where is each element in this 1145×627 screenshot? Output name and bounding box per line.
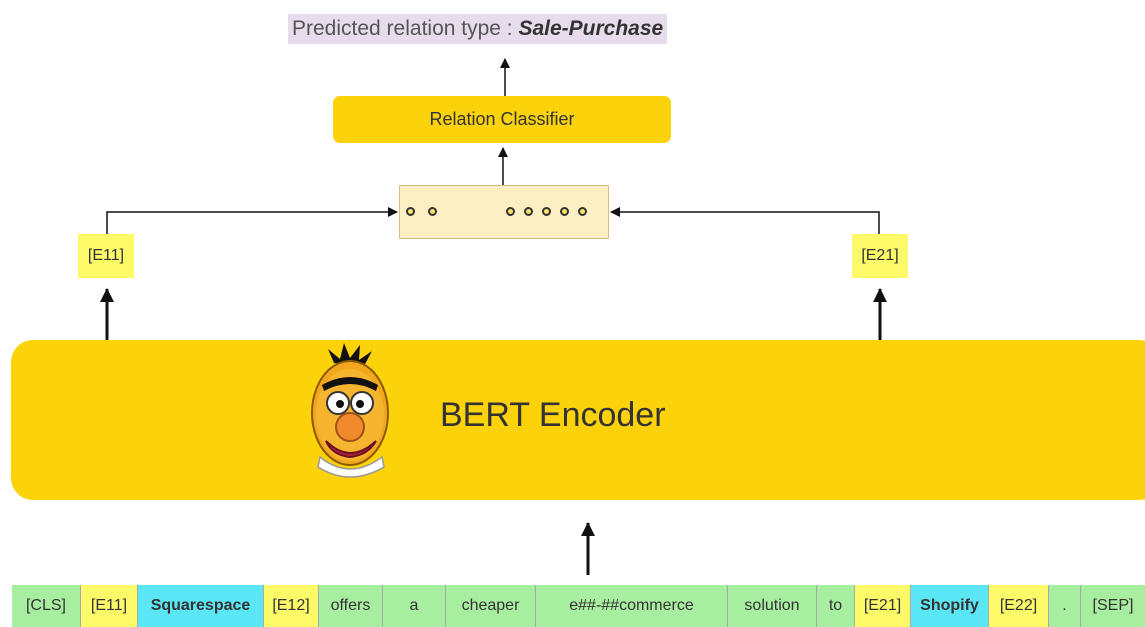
token-period: . bbox=[1048, 585, 1080, 627]
vector-dot bbox=[524, 207, 533, 216]
token-to: to bbox=[816, 585, 854, 627]
prediction-value: Sale-Purchase bbox=[518, 17, 664, 40]
token-sep: [SEP] bbox=[1080, 585, 1145, 627]
e11-output-tag: [E11] bbox=[78, 234, 134, 278]
input-token-sequence: [CLS] [E11] Squarespace [E12] offers a c… bbox=[12, 585, 1145, 627]
token-e11: [E11] bbox=[80, 585, 137, 627]
bert-encoder-box bbox=[11, 340, 1145, 500]
bert-encoder-label: BERT Encoder bbox=[440, 396, 666, 434]
concatenated-vector bbox=[399, 185, 609, 239]
relation-classifier-label: Relation Classifier bbox=[429, 109, 575, 129]
token-cls: [CLS] bbox=[12, 585, 80, 627]
prediction-label: Predicted relation type : bbox=[292, 17, 513, 40]
e21-to-vector-arrow bbox=[610, 207, 880, 234]
token-a: a bbox=[382, 585, 445, 627]
token-cheaper: cheaper bbox=[445, 585, 535, 627]
e11-to-vector-arrow bbox=[106, 207, 398, 234]
vector-dot bbox=[506, 207, 515, 216]
bert-mascot-icon bbox=[311, 343, 389, 478]
predicted-relation: Predicted relation type : Sale-Purchase bbox=[288, 14, 668, 44]
token-offers: offers bbox=[318, 585, 382, 627]
relation-classifier-box: Relation Classifier bbox=[333, 96, 671, 143]
token-ecommerce: e##-##commerce bbox=[535, 585, 727, 627]
vector-dot bbox=[406, 207, 415, 216]
e21-output-tag: [E21] bbox=[852, 234, 908, 278]
token-e22: [E22] bbox=[988, 585, 1048, 627]
vector-dot bbox=[428, 207, 437, 216]
vector-dot bbox=[560, 207, 569, 216]
vector-dot bbox=[578, 207, 587, 216]
token-e12: [E12] bbox=[263, 585, 318, 627]
token-e21: [E21] bbox=[854, 585, 910, 627]
token-shopify: Shopify bbox=[910, 585, 988, 627]
vector-dot bbox=[542, 207, 551, 216]
token-solution: solution bbox=[727, 585, 816, 627]
token-squarespace: Squarespace bbox=[137, 585, 263, 627]
